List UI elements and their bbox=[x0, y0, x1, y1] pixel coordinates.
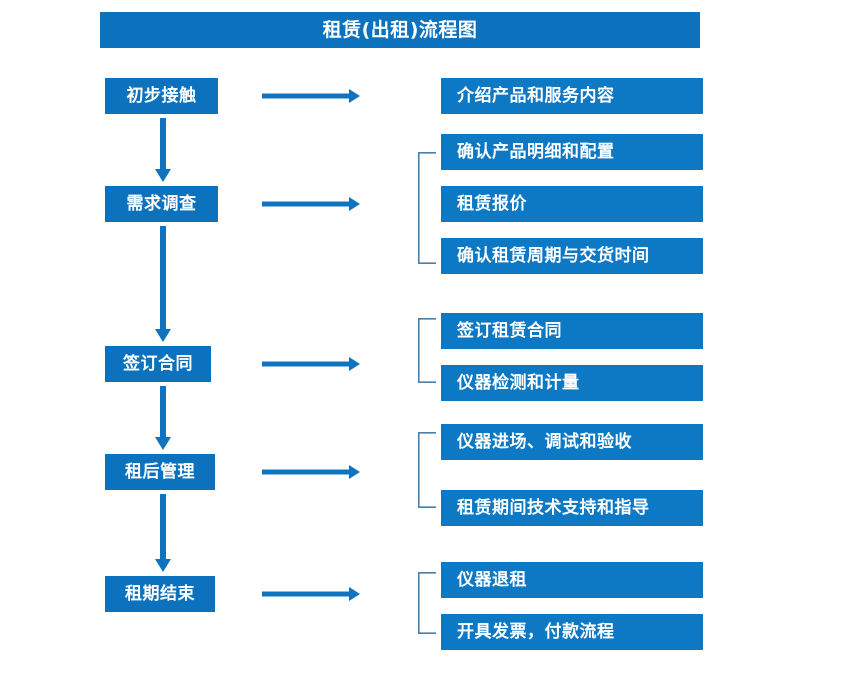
detail-box[interactable]: 租赁期间技术支持和指导 bbox=[441, 490, 703, 526]
flowchart-title-bar: 租赁(出租)流程图 bbox=[100, 12, 700, 48]
detail-label: 租赁报价 bbox=[457, 193, 527, 214]
arrow-down-contact-to-survey-icon bbox=[152, 118, 174, 182]
detail-box[interactable]: 仪器检测和计量 bbox=[441, 365, 703, 401]
stage-label: 初步接触 bbox=[126, 85, 197, 106]
stage-label: 租期结束 bbox=[125, 583, 195, 604]
stage-box[interactable]: 租后管理 bbox=[105, 454, 215, 490]
stage-label: 需求调查 bbox=[126, 193, 197, 214]
bracket-end-group bbox=[418, 572, 436, 634]
detail-label: 确认租赁周期与交货时间 bbox=[457, 245, 650, 266]
bracket-survey-group bbox=[418, 152, 436, 264]
detail-box[interactable]: 确认租赁周期与交货时间 bbox=[441, 238, 703, 274]
bracket-manage-group bbox=[418, 432, 436, 508]
detail-box[interactable]: 仪器退租 bbox=[441, 562, 703, 598]
stage-box[interactable]: 需求调查 bbox=[105, 186, 218, 222]
detail-box[interactable]: 租赁报价 bbox=[441, 186, 703, 222]
arrow-right-contact-icon bbox=[262, 85, 360, 107]
arrow-down-contract-to-manage-icon bbox=[152, 386, 174, 450]
detail-label: 确认产品明细和配置 bbox=[457, 141, 615, 162]
detail-label: 仪器检测和计量 bbox=[457, 372, 580, 393]
stage-box[interactable]: 初步接触 bbox=[105, 78, 218, 114]
arrow-right-contract-icon bbox=[262, 353, 360, 375]
arrow-down-manage-to-end-icon bbox=[152, 494, 174, 572]
detail-label: 仪器进场、调试和验收 bbox=[457, 431, 632, 452]
detail-box[interactable]: 介绍产品和服务内容 bbox=[441, 78, 703, 114]
arrow-right-manage-icon bbox=[262, 461, 360, 483]
arrow-down-survey-to-contract-icon bbox=[152, 226, 174, 342]
stage-box[interactable]: 签订合同 bbox=[105, 346, 211, 382]
detail-label: 租赁期间技术支持和指导 bbox=[457, 497, 650, 518]
detail-box[interactable]: 开具发票，付款流程 bbox=[441, 614, 703, 650]
stage-label: 签订合同 bbox=[123, 353, 193, 374]
detail-box[interactable]: 仪器进场、调试和验收 bbox=[441, 424, 703, 460]
arrow-right-end-icon bbox=[262, 583, 360, 605]
detail-label: 开具发票，付款流程 bbox=[457, 621, 615, 642]
detail-label: 签订租赁合同 bbox=[457, 320, 562, 341]
stage-box[interactable]: 租期结束 bbox=[105, 576, 215, 612]
bracket-contract-group bbox=[418, 318, 436, 383]
detail-box[interactable]: 确认产品明细和配置 bbox=[441, 134, 703, 170]
stage-label: 租后管理 bbox=[125, 461, 195, 482]
arrow-right-survey-icon bbox=[262, 193, 360, 215]
detail-label: 仪器退租 bbox=[457, 569, 527, 590]
page-title: 租赁(出租)流程图 bbox=[322, 18, 478, 41]
detail-label: 介绍产品和服务内容 bbox=[457, 85, 615, 106]
detail-box[interactable]: 签订租赁合同 bbox=[441, 313, 703, 349]
